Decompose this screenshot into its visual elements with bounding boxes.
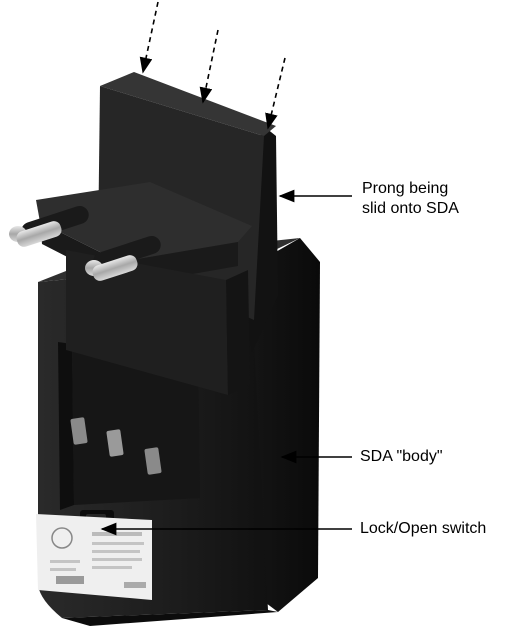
rating-label	[36, 514, 152, 600]
callout-prong-line1: Prong being	[362, 179, 459, 199]
callout-body-label: SDA "body"	[360, 447, 443, 467]
callout-switch-label: Lock/Open switch	[360, 519, 486, 539]
prong-adapter	[36, 72, 278, 395]
dashed-arrow-center	[203, 30, 218, 102]
dashed-arrow-right	[268, 58, 285, 128]
callout-prong-label: Prong being slid onto SDA	[362, 179, 459, 219]
callout-prong-line2: slid onto SDA	[362, 199, 459, 219]
dashed-arrow-left	[143, 2, 158, 72]
